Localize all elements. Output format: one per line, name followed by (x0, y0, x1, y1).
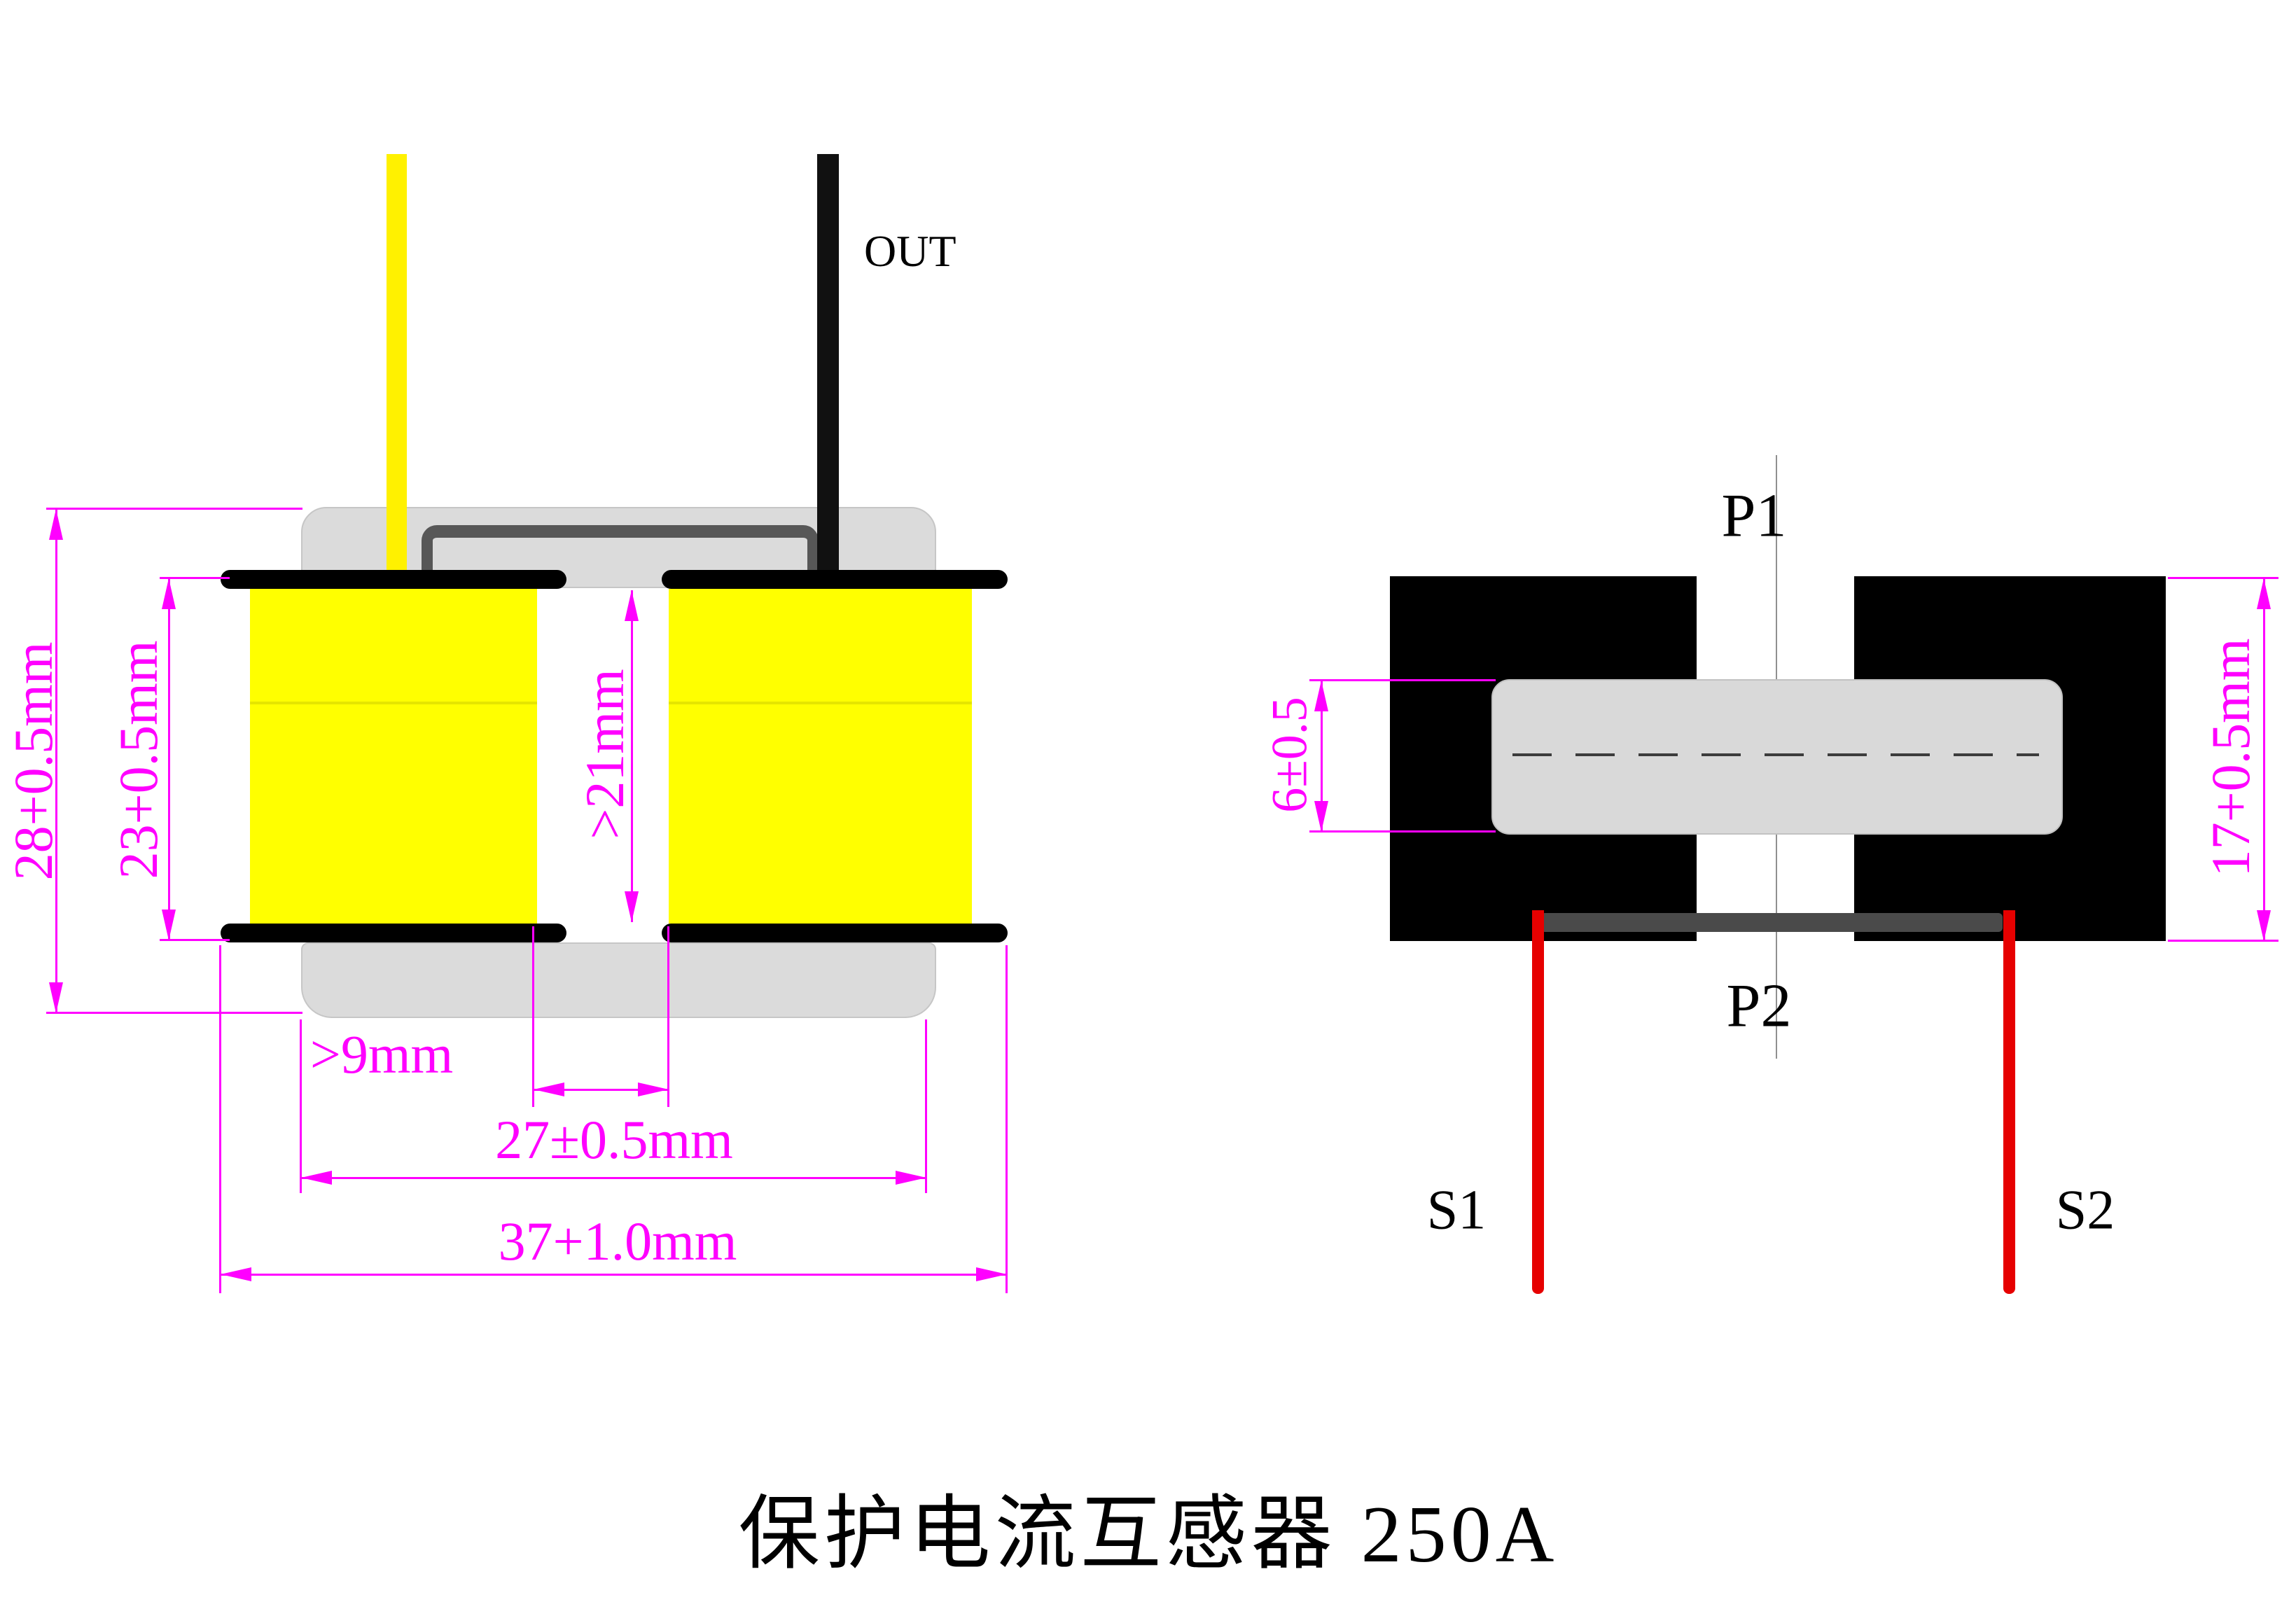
dimension-line (168, 578, 170, 940)
dim-window-height-text: >21mm (574, 669, 635, 840)
arrow-down-icon (625, 891, 639, 922)
dimension-line (221, 1274, 1007, 1276)
arrow-up-icon (625, 590, 639, 621)
arrow-down-icon (49, 982, 63, 1013)
coil-left-tape-line (250, 702, 537, 704)
dim-overall-width-text: 37+1.0mm (498, 1211, 737, 1272)
yellow-lead-wire (387, 154, 407, 590)
extension-line (300, 1019, 302, 1193)
dimension-line (631, 590, 633, 922)
terminal-bar (1540, 913, 2003, 932)
core-centerline (1512, 753, 2039, 756)
arrow-left-icon (221, 1267, 251, 1281)
dim-overall-thickness-text: 17+0.5mm (2200, 638, 2261, 877)
arrow-up-icon (162, 578, 176, 609)
extension-line (46, 1012, 302, 1014)
p2-label: P2 (1726, 972, 1792, 1040)
out-label: OUT (864, 226, 956, 276)
coil-left (250, 589, 537, 924)
extension-line (2168, 577, 2278, 579)
dim-winding-height-text: 23+0.5mm (108, 640, 169, 879)
extension-line (667, 926, 669, 1107)
s1-label: S1 (1426, 1179, 1487, 1241)
arrow-right-icon (638, 1082, 669, 1096)
arrow-left-icon (534, 1082, 564, 1096)
arrow-right-icon (896, 1171, 926, 1185)
dimension-line (301, 1177, 926, 1179)
drawing-title: 保护电流互感器 250A (738, 1490, 1559, 1580)
arrow-down-icon (162, 910, 176, 940)
red-lead-s1 (1532, 910, 1544, 1294)
arrow-down-icon (2257, 910, 2271, 941)
dim-window-width-text: >9mm (309, 1024, 454, 1085)
extension-line (1309, 679, 1496, 681)
arrow-up-icon (1314, 681, 1328, 711)
flange-top-left (221, 570, 566, 589)
dimension-line (2263, 578, 2265, 941)
extension-line (1006, 945, 1008, 1293)
extension-line (160, 939, 230, 941)
flange-top-right (662, 570, 1008, 589)
coil-right-tape-line (669, 702, 972, 704)
arrow-up-icon (2257, 578, 2271, 609)
arrow-down-icon (1314, 801, 1328, 832)
extension-line (160, 577, 230, 579)
dim-core-thickness-text: 6±0.5 (1261, 697, 1318, 813)
extension-line (532, 926, 534, 1107)
extension-line (925, 1019, 927, 1193)
extension-line (219, 945, 221, 1293)
s2-label: S2 (2055, 1179, 2115, 1241)
arrow-up-icon (49, 509, 63, 540)
flange-bottom-left (221, 924, 566, 942)
arrow-left-icon (301, 1171, 332, 1185)
flange-bottom-right (662, 924, 1008, 942)
dim-overall-height-text: 28+0.5mm (3, 641, 64, 881)
arrow-right-icon (976, 1267, 1007, 1281)
dimension-line (55, 509, 57, 1013)
dimension-line (1321, 681, 1323, 832)
extension-line (46, 508, 302, 510)
dim-core-width-text: 27±0.5mm (495, 1109, 733, 1170)
dimension-line (534, 1089, 669, 1091)
core-bar (1491, 679, 2063, 835)
extension-line (2168, 940, 2278, 942)
red-lead-s2 (2003, 910, 2015, 1294)
core-bottom (301, 942, 936, 1018)
extension-line (1309, 830, 1496, 833)
p1-label: P1 (1721, 482, 1787, 550)
coil-right (669, 589, 972, 924)
black-lead-wire (817, 154, 839, 590)
